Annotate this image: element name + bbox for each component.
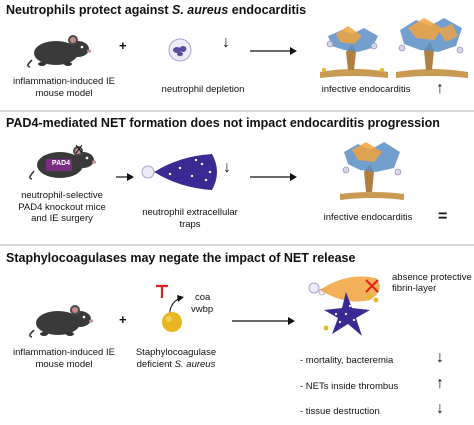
panel1-depletion-label: neutrophil depletion <box>161 84 245 95</box>
outcome-mortality: - mortality, bacteremia <box>300 355 394 366</box>
panel2-arrow-icon <box>250 173 297 181</box>
gene-vwbp: vwbp <box>191 304 214 315</box>
panel3-bacteria-label: Staphylocoagulase deficient S. aureus <box>135 347 217 370</box>
panel2-title: PAD4-mediated NET formation does not imp… <box>6 116 440 130</box>
mortality-down-arrow-icon: ↓ <box>436 349 444 366</box>
separator-2 <box>0 244 474 246</box>
panel1-plus: + <box>119 38 127 53</box>
panel3-plus: + <box>119 312 127 327</box>
pad4-mouse-illustration <box>29 144 96 180</box>
panel3-title: Staphylocoagulases may negate the impact… <box>6 251 356 265</box>
absence-fibrin-label: absence protective fibrin-layer <box>392 272 472 294</box>
panel2-arrow-left-icon <box>116 173 134 181</box>
panel2-result-label: infective endocarditis <box>323 212 413 223</box>
separator-1 <box>0 110 474 112</box>
panel1-title: Neutrophils protect against S. aureus en… <box>6 3 307 17</box>
outcome-tissue: - tissue destruction <box>300 406 380 417</box>
panel1-result-label: infective endocarditis <box>321 84 411 95</box>
tissue-down-arrow-icon: ↓ <box>436 400 444 417</box>
valve-thrombus-large-icon <box>396 18 468 78</box>
panel3-mouse-label: inflammation-induced IE mouse model <box>13 347 115 370</box>
panel1-arrow-icon <box>250 47 297 55</box>
panel3-arrow-icon <box>232 317 295 325</box>
result-up-arrow-icon: ↑ <box>436 80 444 97</box>
pad4-badge: PAD4 <box>51 160 71 167</box>
net-cell-icon <box>141 154 217 190</box>
nets-up-arrow-icon: ↑ <box>436 375 444 392</box>
panel2-net-label: neutrophil extracellular traps <box>142 207 238 230</box>
depletion-down-arrow-icon: ↓ <box>222 34 230 51</box>
gene-coa: coa <box>195 292 211 303</box>
net-thrombus-icon <box>308 276 380 336</box>
panel2-mouse-label: neutrophil-selective PAD4 knockout mice … <box>18 190 106 224</box>
valve-thrombus-icon <box>320 26 388 78</box>
neutrophil-icon <box>168 38 192 62</box>
panel1-mouse-label: inflammation-induced IE mouse model <box>13 76 115 99</box>
outcome-nets: - NETs inside thrombus <box>300 381 399 392</box>
panel3-mouse-illustration <box>29 305 93 338</box>
panel2-thrombus-icon <box>340 142 404 200</box>
bacteria-inhibition-icon <box>156 284 184 332</box>
net-down-arrow-icon: ↓ <box>223 159 231 176</box>
equals-sign: = <box>438 208 448 225</box>
mouse-illustration <box>27 35 91 68</box>
